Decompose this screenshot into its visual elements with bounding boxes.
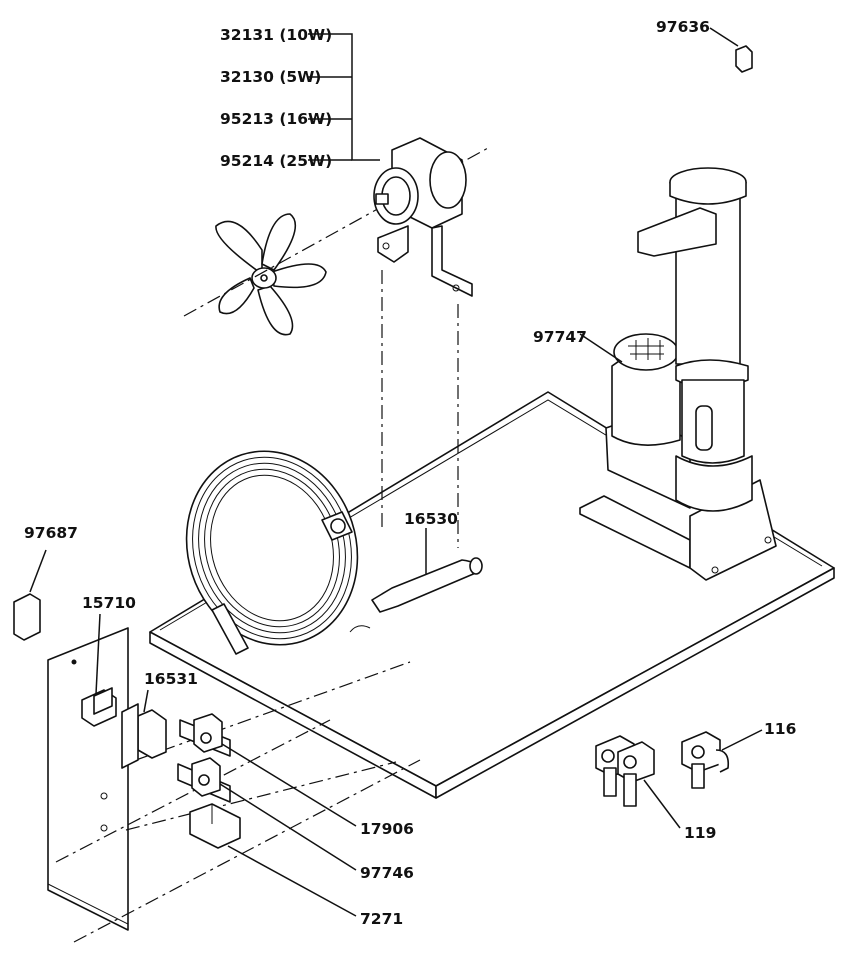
relay [121,703,167,769]
part-labels: 32131 (10W) 32130 (5W) 95213 (16W) 95214… [24,18,796,928]
thermostat-97746 [177,757,231,803]
label-motor-10w: 32131 (10W) [220,26,332,44]
rocker-switch [81,687,117,727]
thermostat-17906 [179,713,231,757]
label-cap: 97636 [656,18,710,36]
solenoid-valve-119 [595,735,655,807]
label-probe: 16530 [404,510,458,528]
label-motor-16w: 95213 (16W) [220,110,332,128]
label-thermostat-2: 97746 [360,864,414,882]
terminal-cover [13,593,41,641]
leader-lines [29,27,763,917]
label-motor-5w: 32130 (5W) [220,68,321,86]
label-thermostat: 17906 [360,820,414,838]
label-transformer: 7271 [360,910,403,928]
label-pump: 97747 [533,328,587,346]
pump-assembly [579,167,777,581]
label-motor-25w: 95214 (25W) [220,152,332,170]
fan-motor [373,137,473,548]
label-cover: 97687 [24,524,78,542]
probe-part [371,557,483,613]
label-relay: 16531 [144,670,198,688]
condenser-coil [185,450,371,655]
solenoid-valve-116 [681,731,730,789]
label-switch: 15710 [82,594,136,612]
transformer [189,803,241,849]
label-valve-double: 119 [684,824,716,842]
label-valve-single: 116 [764,720,796,738]
fan-blade [183,147,489,336]
cap-part [735,45,753,73]
